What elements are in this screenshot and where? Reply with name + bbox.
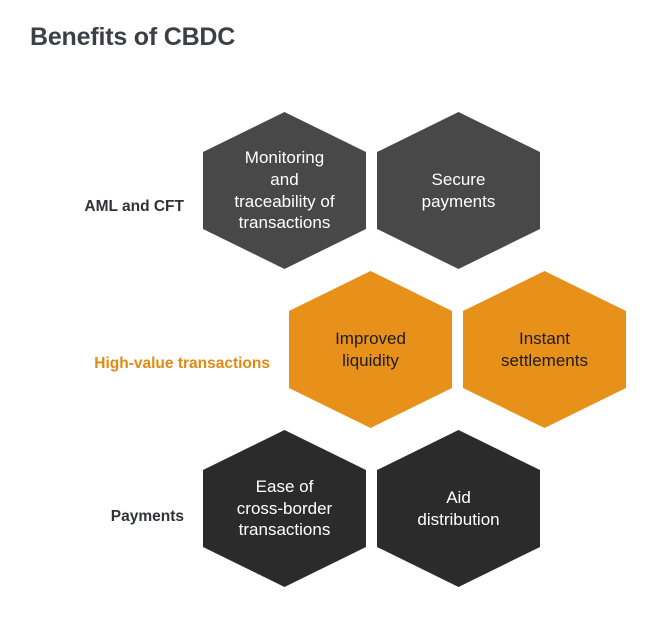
hexagon-monitoring-and-traceability-of-transactions: Monitoring and traceability of transacti… xyxy=(203,112,366,269)
hexagon-label: Ease of cross-border transactions xyxy=(236,476,333,540)
hexagon-instant-settlements: Instant settlements xyxy=(463,271,626,428)
row-label-aml-and-cft: AML and CFT xyxy=(84,198,184,215)
hexagon-label: Instant settlements xyxy=(501,328,588,370)
row-label-payments: Payments xyxy=(110,508,184,525)
hexagon-label: Secure payments xyxy=(421,169,496,211)
page-title: Benefits of CBDC xyxy=(30,23,236,51)
hexagon-secure-payments: Secure payments xyxy=(377,112,540,269)
hexagon-label: Aid distribution xyxy=(417,487,500,529)
hexagon-label: Monitoring and traceability of transacti… xyxy=(234,148,335,233)
hexagon-label: Improved liquidity xyxy=(335,328,406,370)
row-label-high-value-transactions: High-value transactions xyxy=(94,355,270,372)
hexagon-improved-liquidity: Improved liquidity xyxy=(289,271,452,428)
hexagon-ease-of-cross-border-transactions: Ease of cross-border transactions xyxy=(203,430,366,587)
hexagon-aid-distribution: Aid distribution xyxy=(377,430,540,587)
